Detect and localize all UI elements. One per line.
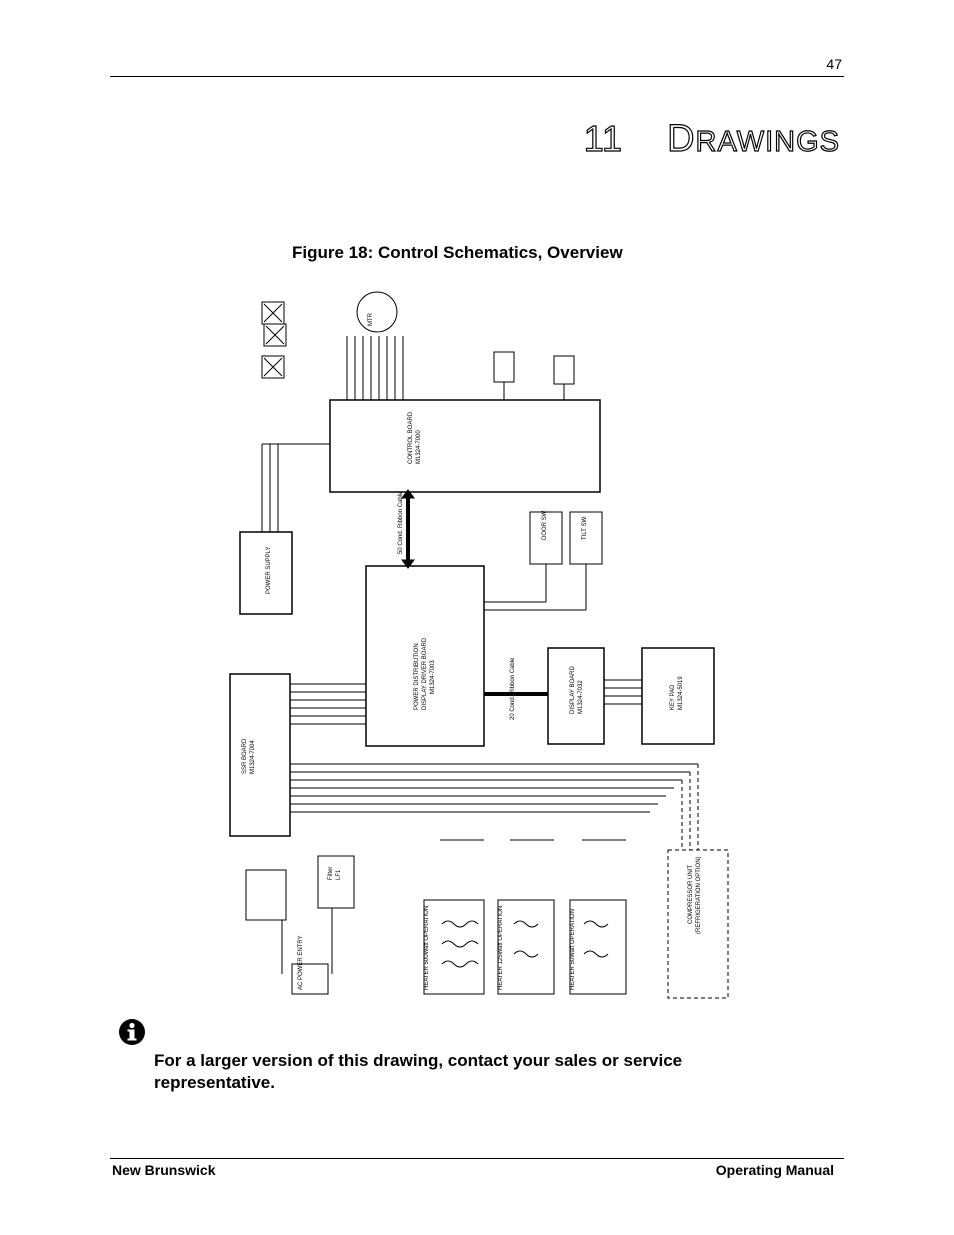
label-heater-3: HEATER 50Watt OPERATION bbox=[570, 909, 576, 990]
page-number: 47 bbox=[826, 56, 842, 72]
footer-manual-title: Operating Manual bbox=[715, 1162, 834, 1178]
label-power-supply: POWER SUPPLY bbox=[266, 546, 272, 594]
label-pdb-part: M1324-7003 bbox=[430, 660, 436, 694]
label-ribbon-cable-2: 20 Cond. Ribbon Cable bbox=[510, 657, 516, 720]
figure-caption: Figure 18: Control Schematics, Overview bbox=[292, 243, 623, 262]
label-ribbon-cable: 50 Cond. Ribbon Cable bbox=[398, 491, 404, 554]
label-display-part: M1324-7032 bbox=[578, 680, 584, 714]
label-door-switch: DOOR SW. bbox=[542, 509, 548, 540]
label-refrigeration-option: (REFRIGERATION OPTION) bbox=[696, 856, 702, 934]
label-heater-1: HEATER 500Watt OPERATION bbox=[424, 906, 430, 990]
label-power-distribution: POWER DISTRIBUTION bbox=[414, 643, 420, 710]
footer-rule bbox=[110, 1158, 844, 1159]
label-control-board: CONTROL BOARD bbox=[408, 411, 414, 464]
label-ssr-board: SSR BOARD bbox=[242, 738, 248, 774]
footer-company: New Brunswick bbox=[112, 1162, 216, 1178]
label-display-board: DISPLAY BOARD bbox=[570, 666, 576, 714]
label-filter: Filter bbox=[328, 867, 334, 880]
header-rule bbox=[110, 76, 844, 77]
label-display-driver: DISPLAY DRIVER BOARD bbox=[422, 637, 428, 710]
label-heater-2: HEATER 125Watt OPERATION bbox=[498, 906, 504, 990]
label-key-pad: KEY PAD bbox=[670, 684, 676, 710]
label-motor: MTR bbox=[368, 312, 374, 326]
label-lf1: LF1 bbox=[336, 869, 342, 880]
label-ac-power: AC POWER ENTRY bbox=[298, 935, 304, 990]
chapter-heading: 11 DRAWINGS bbox=[583, 117, 840, 161]
label-key-pad-part: M1324-5019 bbox=[678, 676, 684, 710]
label-ssr-part: M1324-7004 bbox=[250, 740, 256, 774]
chapter-title-initial: D bbox=[666, 117, 696, 160]
control-schematic-drawing: CONTROL BOARD M1324-7000 MTR POWER SUPPL… bbox=[229, 291, 729, 999]
label-control-board-part: M1324-7000 bbox=[416, 430, 422, 464]
label-compressor: COMPRESSOR UNIT bbox=[688, 865, 694, 924]
label-tilt-switch: TILT SW. bbox=[582, 515, 588, 540]
note-text: For a larger version of this drawing, co… bbox=[154, 1051, 683, 1092]
info-icon bbox=[119, 1019, 145, 1045]
chapter-title-rest: RAWINGS bbox=[695, 125, 840, 158]
chapter-number: 11 bbox=[583, 117, 624, 159]
